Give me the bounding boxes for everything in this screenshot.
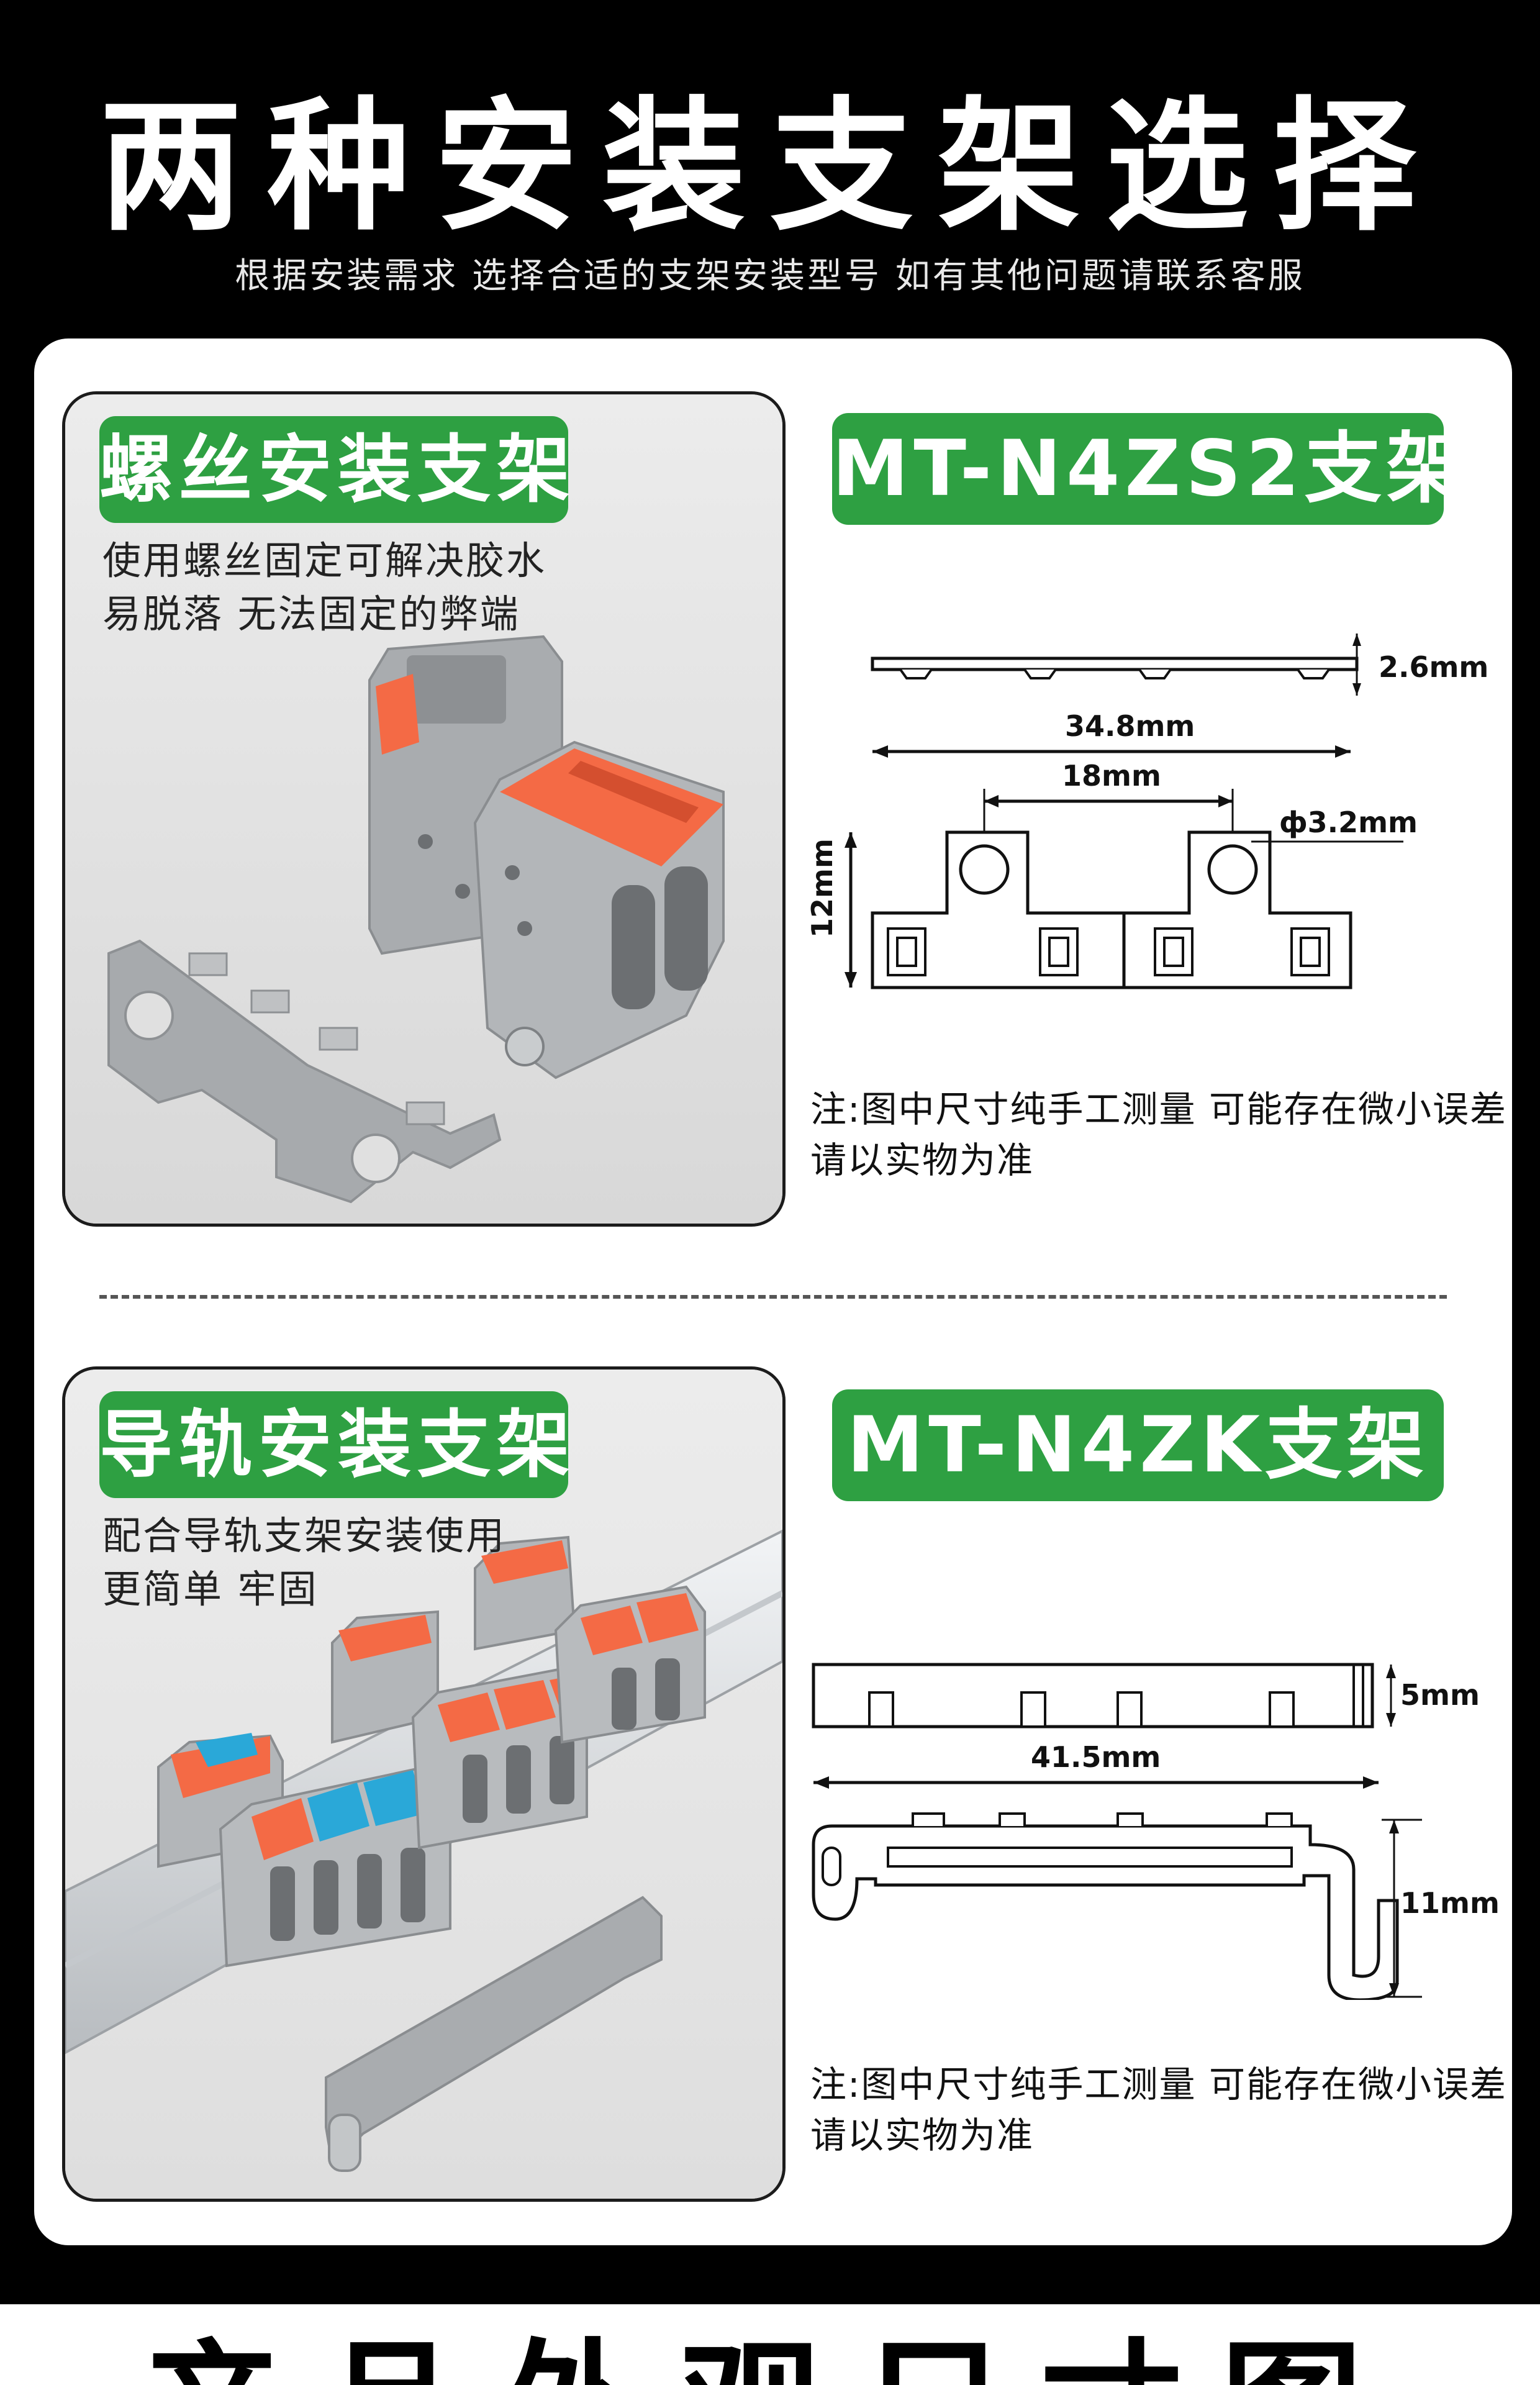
screw-bracket-plate bbox=[107, 939, 502, 1204]
height-dim-label: 12mm bbox=[805, 838, 839, 938]
hole-diameter-dim-label: ф3.2mm bbox=[1279, 806, 1418, 839]
rail-bracket-dimension-drawing: 5mm 41.5mm 11mm bbox=[812, 1663, 1500, 2000]
rail-bracket-desc-line1: 配合导轨支架安装使用 bbox=[102, 1513, 507, 1558]
page-subtitle: 根据安装需求 选择合适的支架安装型号 如有其他问题请联系客服 bbox=[235, 256, 1305, 296]
next-section-title: 产品外观尺寸图 bbox=[0, 2329, 1540, 2385]
screw-bracket-photo-panel: 螺丝安装支架 使用螺丝固定可解决胶水 易脱落 无法固定的弊端 bbox=[62, 391, 786, 1227]
page-title: 两种安装支架选择 bbox=[99, 84, 1441, 250]
rail-bracket-product-image bbox=[65, 1370, 782, 2199]
screw-bracket-dimension-drawing: 2.6mm 34.8mm 18mm ф3.2mm 12mm bbox=[805, 634, 1488, 989]
rail-bracket-desc-line2: 更简单 牢固 bbox=[102, 1566, 319, 1612]
rail-bracket-photo-panel: 导轨安装支架 配合导轨支架安装使用 更简单 牢固 bbox=[62, 1366, 786, 2202]
next-section-header: 产品外观尺寸图 bbox=[0, 2304, 1540, 2385]
rail-bracket-model-tag: MT-N4ZK支架 bbox=[832, 1389, 1444, 1501]
height-dim-label-2: 11mm bbox=[1400, 1886, 1500, 1920]
hole-spacing-dim-label: 18mm bbox=[1062, 759, 1161, 793]
screw-bracket-note-line2: 请以实物为准 bbox=[810, 1139, 1035, 1181]
section-divider bbox=[99, 1295, 1447, 1299]
terminal-block-2 bbox=[473, 740, 725, 1079]
length-dim-label-2: 41.5mm bbox=[1031, 1740, 1161, 1774]
rail-terminal-blocks bbox=[157, 1535, 706, 1968]
width-dim-label: 5mm bbox=[1400, 1678, 1480, 1712]
screw-bracket-product-image bbox=[65, 394, 782, 1224]
rail-bracket-note-line2: 请以实物为准 bbox=[810, 2114, 1035, 2156]
thickness-dim-label: 2.6mm bbox=[1379, 650, 1488, 684]
rail-bracket-note-line1: 注:图中尺寸纯手工测量 可能存在微小误差 bbox=[810, 2063, 1507, 2106]
rail-bracket-tag: 导轨安装支架 bbox=[99, 1391, 570, 1498]
length-dim-label: 34.8mm bbox=[1065, 709, 1195, 743]
screw-bracket-note-line1: 注:图中尺寸纯手工测量 可能存在微小误差 bbox=[810, 1088, 1507, 1130]
rail-bracket-part bbox=[325, 1896, 663, 2172]
screw-bracket-desc-line1: 使用螺丝固定可解决胶水 bbox=[102, 538, 547, 583]
screw-bracket-tag: 螺丝安装支架 bbox=[99, 416, 570, 523]
screw-bracket-desc-line2: 易脱落 无法固定的弊端 bbox=[102, 591, 520, 637]
screw-bracket-model-tag: MT-N4ZS2支架 bbox=[832, 413, 1464, 525]
